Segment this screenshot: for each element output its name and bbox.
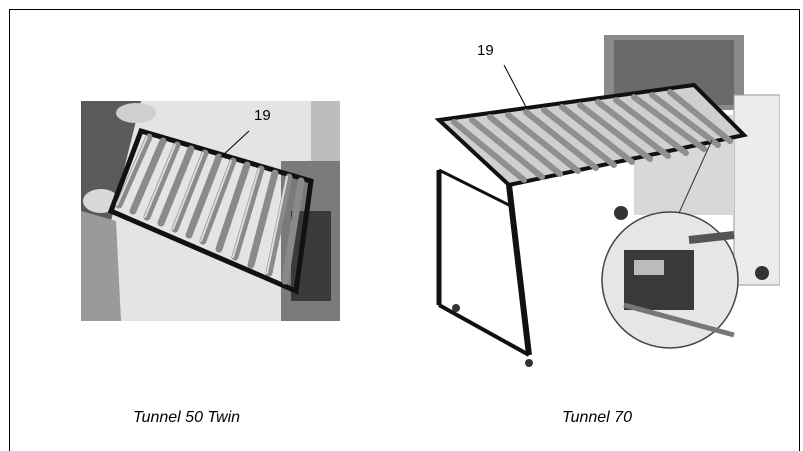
- callout-19-left: 19: [254, 107, 271, 124]
- tunnel-50-twin-photo: [81, 101, 340, 321]
- tunnel-70-photo: [434, 35, 780, 367]
- caption-tunnel-70: Tunnel 70: [562, 409, 632, 426]
- callout-19-right: 19: [477, 42, 494, 59]
- figure-frame: [9, 9, 800, 451]
- caption-tunnel-50-twin: Tunnel 50 Twin: [133, 409, 241, 426]
